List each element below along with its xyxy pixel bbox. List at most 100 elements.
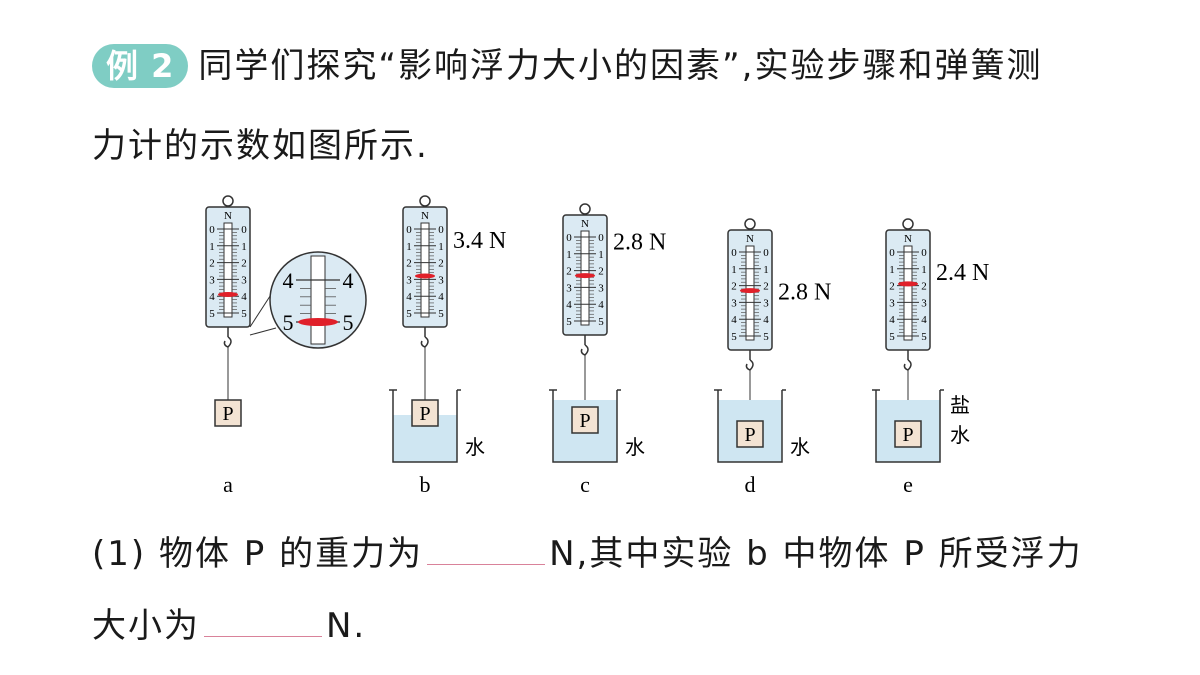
scale-unit-label: N — [581, 218, 589, 230]
scale-number-left: 4 — [889, 314, 895, 326]
question-line-2: 大小为 N. — [92, 598, 366, 647]
scale-indicator — [898, 281, 918, 287]
scale-number-left: 0 — [406, 224, 412, 236]
scale-number-right: 2 — [241, 258, 247, 270]
scale-number-left: 4 — [566, 299, 572, 311]
scale-number-right: 4 — [598, 299, 604, 311]
scale-number-left: 3 — [566, 282, 572, 294]
liquid-label-1: 盐 — [950, 393, 970, 417]
scale-number-right: 3 — [763, 297, 769, 309]
object-p-label: P — [744, 424, 755, 446]
scale-unit-label: N — [224, 210, 232, 222]
liquid-label: 水 — [465, 435, 485, 459]
scale-number-right: 1 — [241, 241, 247, 253]
scale-hook — [903, 359, 912, 371]
scale-number-left: 3 — [209, 274, 215, 286]
scale-number-left: 0 — [209, 224, 215, 236]
scale-number-left: 4 — [209, 291, 215, 303]
object-p — [736, 420, 764, 448]
object-p — [894, 420, 922, 448]
scale-number-left: 1 — [566, 249, 572, 261]
scale-hook — [745, 359, 754, 371]
scale-number-right: 2 — [921, 281, 927, 293]
question-2-text-a: 大小为 — [92, 606, 200, 646]
scale-number-left: 0 — [566, 232, 572, 244]
scale-number-right: 5 — [438, 308, 444, 320]
liquid-label: 水 — [790, 435, 810, 459]
setup-letter: e — [903, 472, 913, 497]
scale-number-right: 1 — [763, 264, 769, 276]
gauge-top-ring — [419, 195, 431, 207]
scale-number-right: 0 — [241, 224, 247, 236]
scale-number-right: 0 — [921, 247, 927, 259]
example-badge: 例 2 — [92, 44, 189, 88]
zoom-indicator — [298, 318, 338, 326]
scale-slot — [903, 245, 913, 341]
scale-number-left: 1 — [731, 264, 737, 276]
scale-number-right: 3 — [241, 274, 247, 286]
scale-number-left: 5 — [731, 331, 737, 343]
scale-number-right: 1 — [438, 241, 444, 253]
scale-number-left: 2 — [406, 258, 412, 270]
gauge-top-ring — [579, 203, 591, 215]
scale-number-right: 5 — [921, 331, 927, 343]
object-p-label: P — [579, 410, 590, 432]
scale-number-right: 3 — [438, 274, 444, 286]
object-p-label: P — [222, 403, 233, 425]
zoom-connector — [249, 327, 277, 336]
beaker — [872, 389, 944, 463]
setup-letter: c — [580, 472, 590, 497]
scale-number-left: 1 — [406, 241, 412, 253]
beaker — [714, 389, 786, 463]
question-1-text-b: N,其中实验 b 中物体 P 所受浮力 — [549, 534, 1083, 574]
scale-indicator — [415, 273, 435, 279]
scale-reading: 2.8 N — [778, 280, 831, 306]
scale-unit-label: N — [904, 233, 912, 245]
zoom-number-right: 5 — [343, 310, 354, 335]
scale-hook — [420, 336, 429, 348]
scale-number-left: 5 — [406, 308, 412, 320]
scale-slot — [223, 222, 233, 318]
answer-blank-buoyancy[interactable] — [204, 606, 322, 637]
scale-number-right: 4 — [438, 291, 444, 303]
scale-number-right: 4 — [241, 291, 247, 303]
scale-number-left: 5 — [889, 331, 895, 343]
scale-number-right: 3 — [921, 297, 927, 309]
scale-number-left: 2 — [209, 258, 215, 270]
scale-number-right: 4 — [763, 314, 769, 326]
scale-number-right: 5 — [241, 308, 247, 320]
scale-number-left: 5 — [209, 308, 215, 320]
scale-number-left: 0 — [731, 247, 737, 259]
setup-letter: b — [420, 472, 431, 497]
question-1-text-a: (1) 物体 P 的重力为 — [92, 534, 424, 574]
scale-number-right: 1 — [921, 264, 927, 276]
gauge-top-ring — [222, 195, 234, 207]
scale-number-right: 1 — [598, 249, 604, 261]
scale-number-left: 2 — [731, 281, 737, 293]
scale-number-left: 4 — [731, 314, 737, 326]
scale-number-right: 4 — [921, 314, 927, 326]
answer-blank-gravity[interactable] — [427, 534, 546, 565]
problem-line-2: 力计的示数如图所示. — [92, 126, 429, 166]
scale-number-right: 2 — [438, 258, 444, 270]
scale-number-right: 0 — [598, 232, 604, 244]
problem-text-1: 同学们探究“影响浮力大小的因素”,实验步骤和弹簧测 — [198, 46, 1043, 86]
scale-unit-label: N — [746, 233, 754, 245]
scale-number-right: 5 — [598, 316, 604, 328]
scale-number-right: 2 — [598, 266, 604, 278]
beaker — [549, 389, 621, 463]
question-2-text-b: N. — [326, 606, 367, 646]
scale-number-left: 3 — [731, 297, 737, 309]
scale-number-left: 5 — [566, 316, 572, 328]
scale-unit-label: N — [421, 210, 429, 222]
scale-number-left: 2 — [566, 266, 572, 278]
scale-number-right: 5 — [763, 331, 769, 343]
object-p-label: P — [902, 424, 913, 446]
object-p — [411, 399, 439, 427]
scale-number-left: 3 — [406, 274, 412, 286]
zoom-number-left: 5 — [283, 310, 294, 335]
scale-hook — [580, 344, 589, 356]
scale-number-left: 4 — [406, 291, 412, 303]
